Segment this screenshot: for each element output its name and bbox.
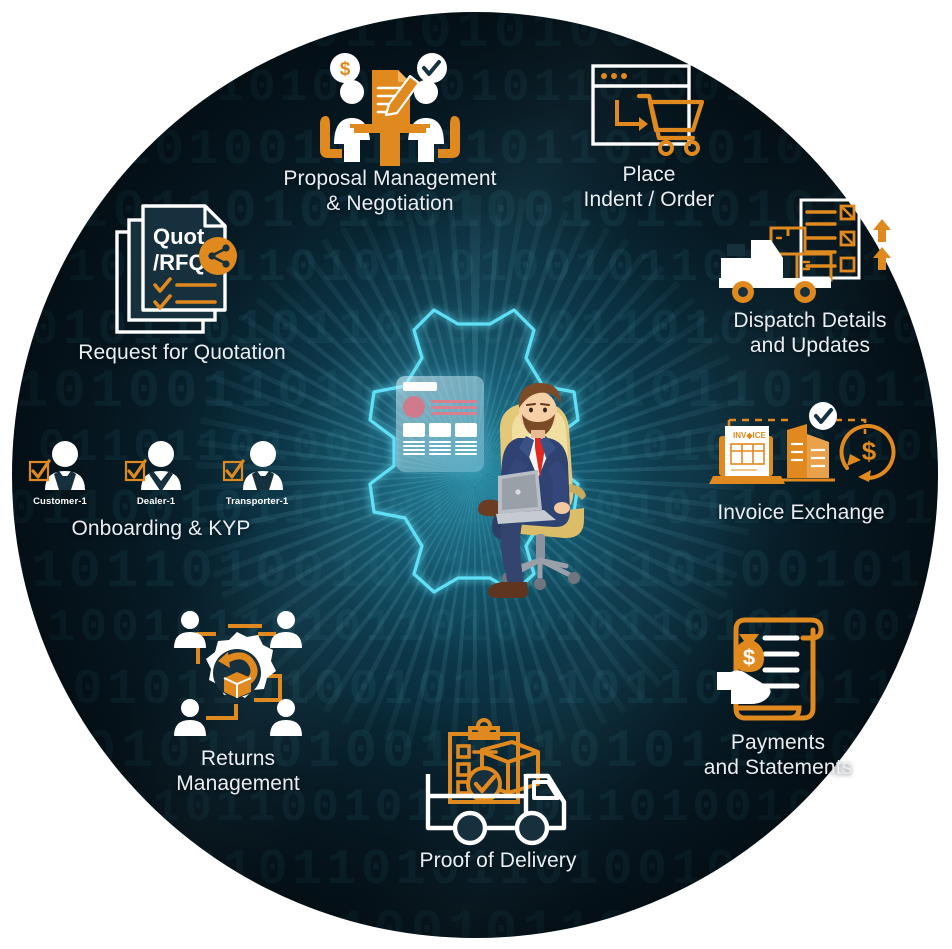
person-label: Transporter-1 [225, 496, 289, 507]
businessman-figure [477, 382, 586, 598]
node-request-for-quotation[interactable]: Quot /RFQ Request for Quotation [56, 196, 308, 365]
node-label: Onboarding & KYP [71, 517, 251, 540]
node-invoice-exchange[interactable]: INV◆ICE $ [692, 402, 910, 525]
person-dealer-icon [124, 441, 181, 492]
node-label: Proposal Management & Negotiation [283, 167, 497, 215]
binary-texture-row: 1101011010010110101101001101110101101001… [38, 902, 938, 938]
dashboard-avatar [403, 396, 425, 418]
businessman-with-laptop-illustration [452, 368, 602, 598]
person-label: Customer-1 [33, 496, 87, 507]
node-proof-of-delivery[interactable]: Proof of Delivery [382, 716, 614, 873]
doc-text-line1: Quot [153, 224, 205, 249]
doc-text-line2: /RFQ [153, 250, 206, 275]
person-badge-row: Customer-1 Dealer-1 [16, 438, 306, 507]
person-badge[interactable]: Customer-1 [19, 438, 101, 507]
hand-money-scroll-icon: $ [717, 617, 824, 721]
browser-shopping-cart-icon [591, 64, 705, 156]
svg-text:$: $ [743, 645, 755, 670]
node-label: Payments and Statements [703, 731, 853, 779]
node-label: Place Indent / Order [583, 163, 715, 211]
node-label: Invoice Exchange [717, 501, 885, 524]
floating-dashboard-card [396, 376, 484, 472]
svg-text:$: $ [340, 59, 351, 80]
node-proposal-management[interactable]: $ Pro [245, 48, 535, 216]
gear-return-network-icon [174, 611, 302, 736]
node-place-indent-order[interactable]: Place Indent / Order [556, 58, 742, 212]
node-payments-statements[interactable]: $ Payments and Statements [658, 608, 898, 780]
node-label: Request for Quotation [78, 341, 286, 364]
node-label: Proof of Delivery [419, 849, 577, 872]
person-label: Dealer-1 [136, 496, 176, 507]
svg-text:INV◆ICE: INV◆ICE [733, 431, 766, 440]
dashboard-tile-text [403, 441, 477, 455]
dashboard-searchbar [403, 382, 437, 391]
delivery-truck-checklist-icon [719, 198, 891, 303]
invoice-laptop-exchange-icon: INV◆ICE $ [709, 402, 896, 484]
person-badge[interactable]: Transporter-1 [211, 438, 303, 507]
quotation-documents-share-icon: Quot /RFQ [115, 204, 237, 334]
negotiation-table-icon: $ [320, 53, 460, 166]
dashboard-text-lines [431, 399, 477, 415]
truck-clipboard-package-icon [425, 718, 567, 846]
person-transporter-icon [222, 441, 283, 490]
node-label: Dispatch Details and Updates [733, 309, 887, 357]
node-dispatch-details[interactable]: Dispatch Details and Updates [690, 196, 930, 358]
person-customer-icon [28, 441, 85, 490]
svg-text:$: $ [862, 436, 877, 466]
dashboard-tiles [403, 423, 477, 437]
node-returns-management[interactable]: Returns Management [140, 604, 336, 796]
node-onboarding-kyp[interactable]: Customer-1 Dealer-1 [16, 438, 306, 541]
node-label: Returns Management [176, 747, 300, 795]
person-badge[interactable]: Dealer-1 [115, 438, 197, 507]
